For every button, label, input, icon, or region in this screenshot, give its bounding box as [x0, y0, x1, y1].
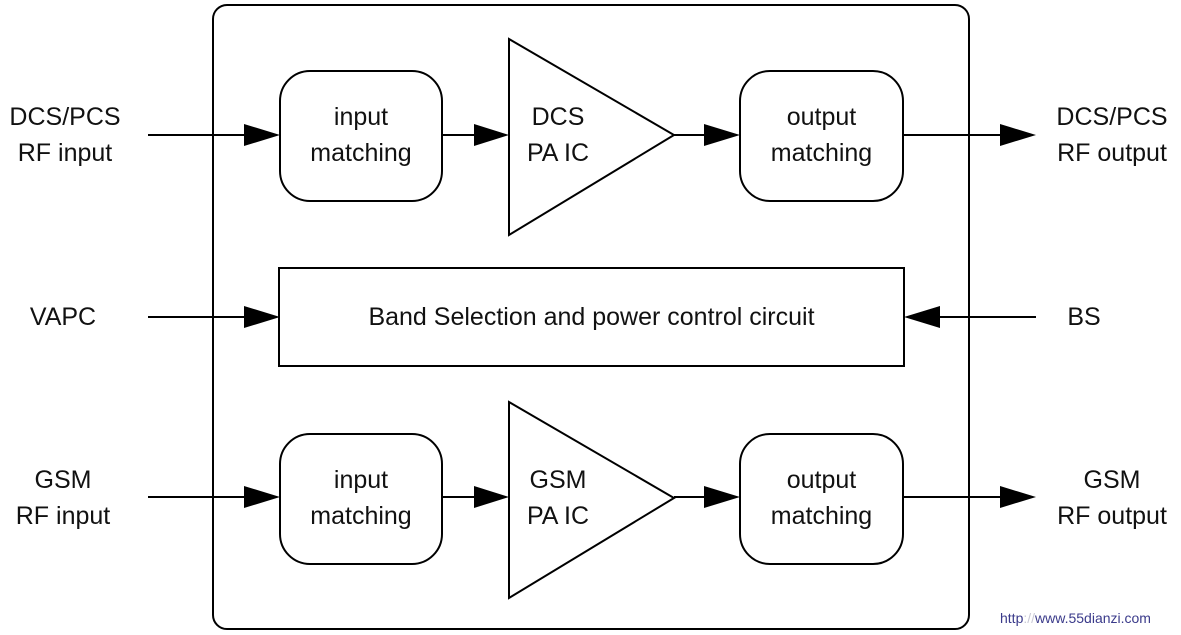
bottom-output-arrow [903, 486, 1036, 508]
vapc-arrow [148, 306, 280, 328]
bs-arrow [904, 306, 1036, 328]
top-output-label: DCS/PCS RF output [1056, 103, 1168, 167]
bottom-matching-to-amp-arrow [442, 486, 509, 508]
bottom-amplifier-label: GSM PA IC [526, 466, 590, 530]
top-output-arrow [903, 124, 1036, 146]
top-amplifier-label: DCS PA IC [526, 103, 590, 167]
bottom-amp-to-matching-arrow [674, 486, 740, 508]
top-input-arrow [148, 124, 280, 146]
watermark-site: www.55dianzi.com [1035, 610, 1151, 626]
bottom-input-arrow [148, 486, 280, 508]
top-input-matching-label: input matching [310, 103, 412, 167]
watermark-prefix: http [1000, 610, 1024, 626]
top-amplifier-triangle [508, 37, 676, 237]
bottom-amplifier-triangle [508, 400, 676, 600]
bs-label: BS [1067, 303, 1101, 331]
top-output-matching-label: output matching [770, 103, 873, 167]
bottom-output-label: GSM RF output [1057, 466, 1167, 530]
bottom-input-matching-box [279, 433, 443, 565]
site-watermark: http://www.55dianzi.com [1000, 610, 1151, 626]
band-selection-label: Band Selection and power control circuit [368, 303, 815, 331]
vapc-label: VAPC [29, 303, 97, 331]
bottom-input-matching-label: input matching [310, 466, 412, 530]
top-matching-to-amp-arrow [442, 124, 509, 146]
top-input-label: DCS/PCS RF input [9, 103, 121, 167]
top-amp-to-matching-arrow [674, 124, 740, 146]
bottom-output-matching-box [739, 433, 904, 565]
bottom-input-label: GSM RF input [15, 466, 111, 530]
bottom-output-matching-label: output matching [770, 466, 873, 530]
